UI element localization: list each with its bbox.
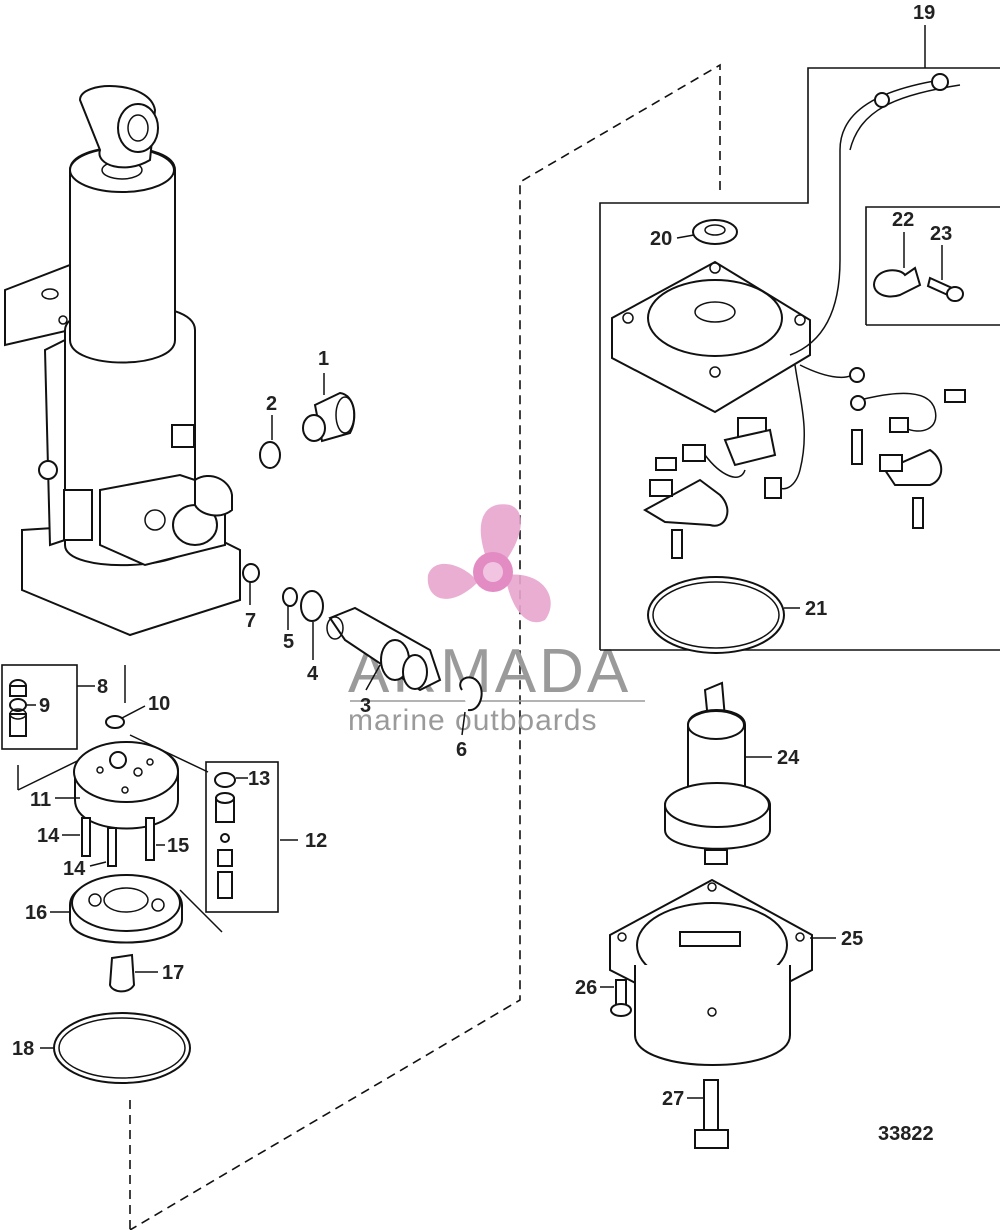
- manifold-group: [17, 665, 223, 1084]
- part-2-o-ring: [259, 441, 281, 469]
- part-3-valve: [326, 606, 442, 692]
- end-cap-box: [599, 67, 1000, 651]
- part-25-motor-frame: [609, 878, 813, 1066]
- callout-14b: 14: [63, 858, 86, 880]
- callout-3: 3: [360, 695, 371, 717]
- kit-12-box: [205, 761, 279, 913]
- part-22-clip: [873, 266, 922, 298]
- part-20-bearing: [692, 219, 738, 245]
- part-4-o-ring: [300, 590, 324, 622]
- callout-14a: 14: [37, 825, 60, 847]
- callout-22: 22: [892, 209, 914, 231]
- callout-5: 5: [283, 631, 294, 653]
- callout-19: 19: [913, 2, 935, 24]
- trim-cylinder-housing: [4, 85, 241, 637]
- callout-15: 15: [167, 835, 189, 857]
- part-5-o-ring: [282, 587, 298, 607]
- callout-21: 21: [805, 598, 827, 620]
- callout-26: 26: [575, 977, 597, 999]
- callout-11: 11: [30, 789, 51, 811]
- callout-13: 13: [248, 768, 270, 790]
- callout-7: 7: [245, 610, 256, 632]
- callout-2: 2: [266, 393, 277, 415]
- callout-12: 12: [305, 830, 327, 852]
- callout-9: 9: [39, 695, 50, 717]
- callout-16: 16: [25, 902, 47, 924]
- callout-17: 17: [162, 962, 184, 984]
- callout-8: 8: [97, 676, 108, 698]
- callout-18: 18: [12, 1038, 34, 1060]
- callout-20: 20: [650, 228, 672, 250]
- end-cap-assembly: [611, 73, 966, 654]
- callout-1: 1: [318, 348, 329, 370]
- callout-27: 27: [662, 1088, 684, 1110]
- callout-25: 25: [841, 928, 863, 950]
- callout-23: 23: [930, 223, 952, 245]
- part-24-armature: [664, 681, 771, 865]
- callout-4: 4: [307, 663, 319, 685]
- part-27-bolt: [694, 1079, 729, 1149]
- part-26-screw: [610, 979, 632, 1017]
- callout-6: 6: [456, 739, 467, 761]
- part-1-plug: [302, 391, 356, 443]
- callout-labels: 1 2 3 4 5 6 7 8 9 10 11 12 13 14 14 15 1…: [12, 2, 952, 1110]
- part-7-seal: [242, 563, 260, 583]
- leader-lines: [26, 25, 943, 1099]
- figure-number: 33822: [878, 1123, 934, 1145]
- kit-8-box: [1, 664, 78, 750]
- part-23-screw: [926, 276, 964, 302]
- watermark-logo: [427, 504, 551, 623]
- callout-24: 24: [777, 747, 800, 769]
- callout-10: 10: [148, 693, 170, 715]
- part-6-retaining-ring: [459, 676, 483, 712]
- dashed-cut-lines: [129, 63, 721, 1230]
